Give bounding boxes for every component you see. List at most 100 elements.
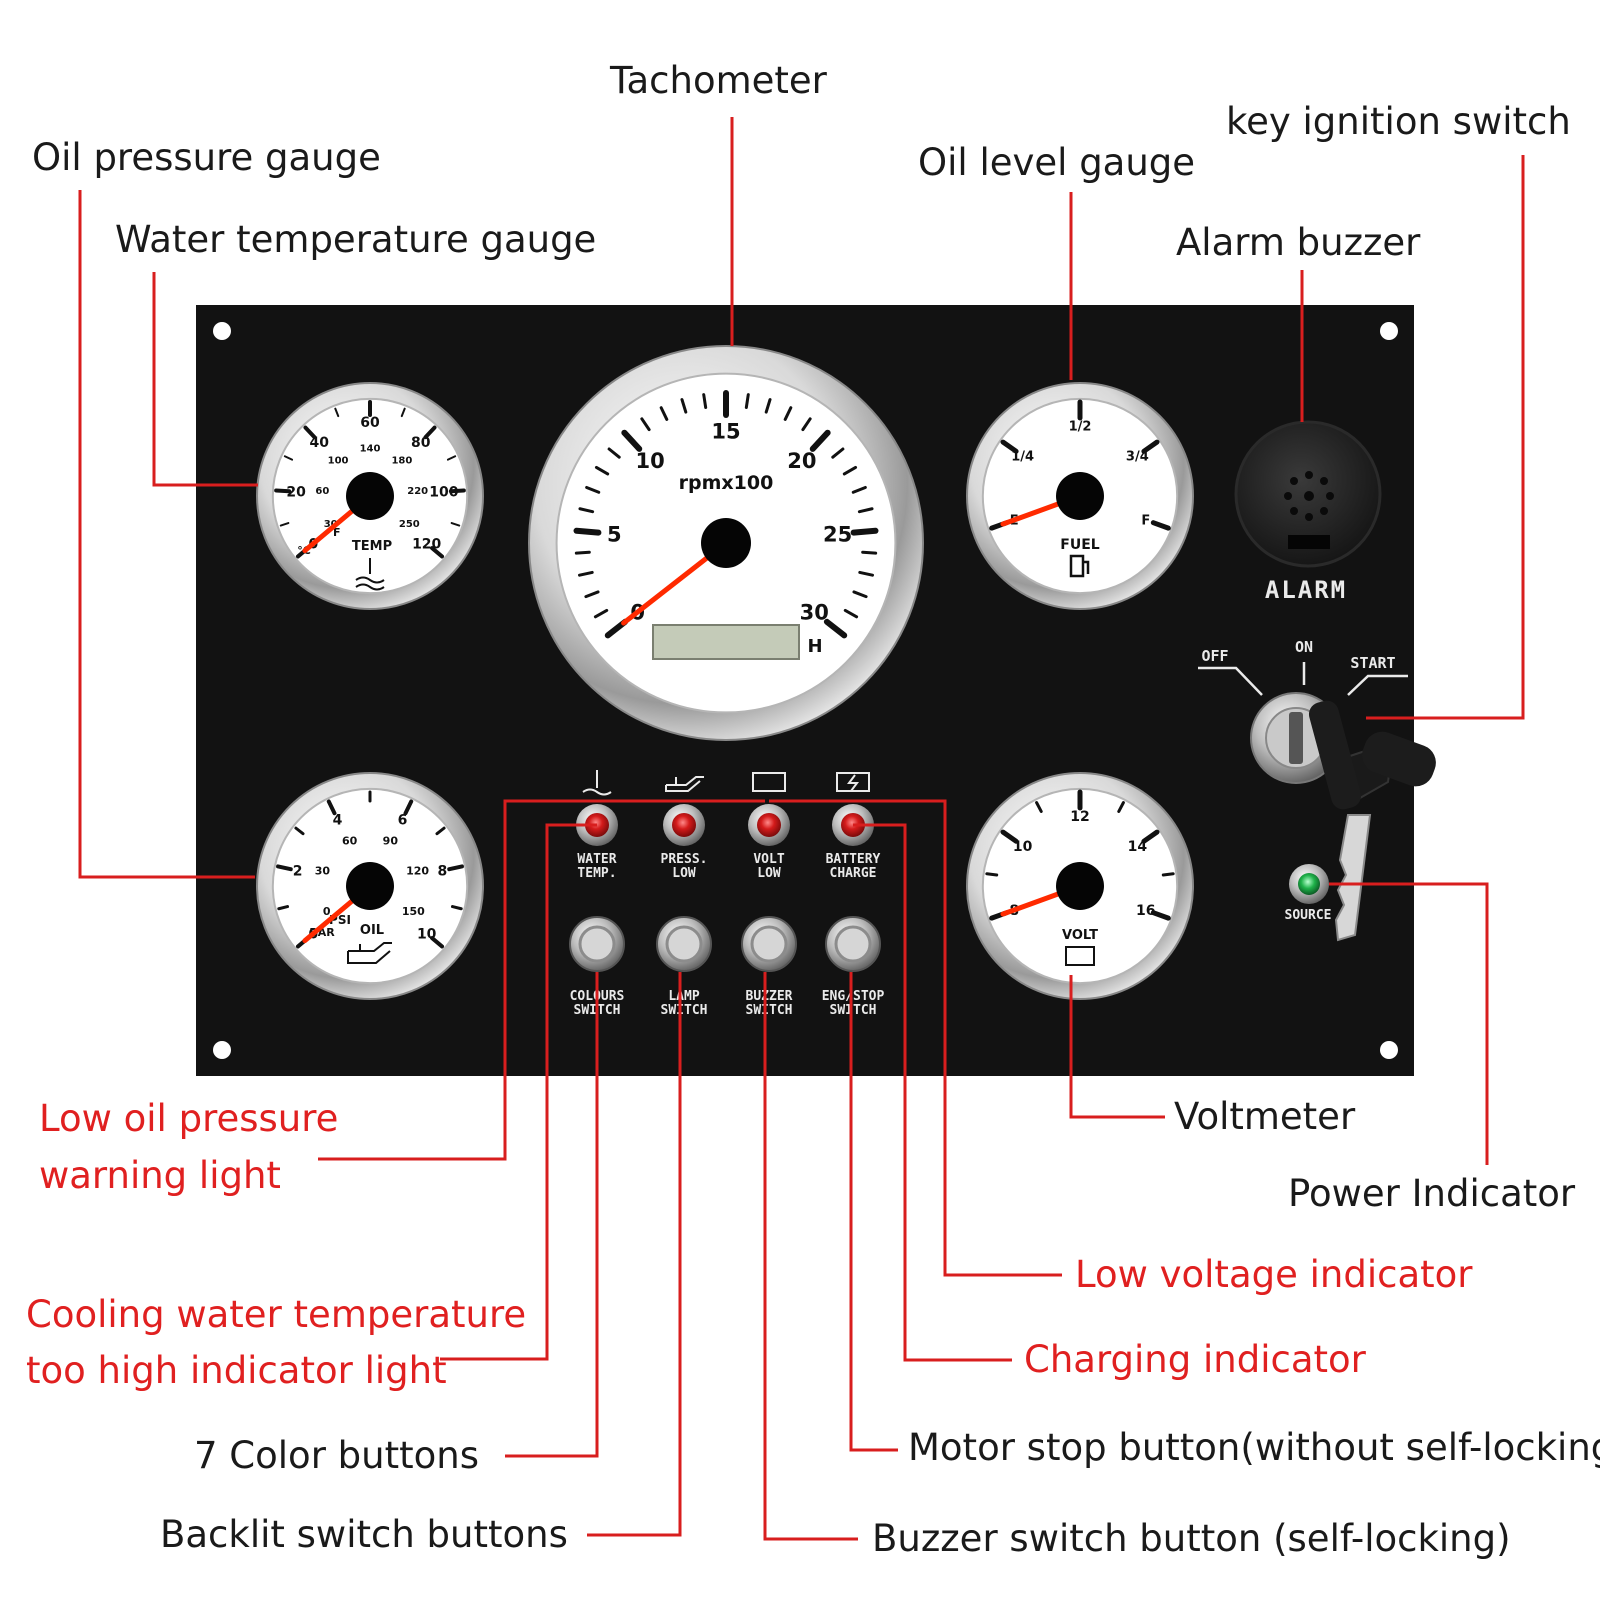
indicator-press: PRESS.LOW (661, 776, 708, 881)
voltmeter-gauge: 810121416VOLT (966, 772, 1194, 1000)
oil-pressure-major-tick (447, 864, 464, 872)
alarm-buzzer (1234, 420, 1382, 568)
tachometer-minor-tick (577, 570, 594, 577)
water-temp-fahrenheit-label: 220 (407, 486, 428, 497)
leader-cooling-water (440, 823, 597, 1361)
water-temp-fahrenheit-label: 180 (391, 456, 412, 467)
fuel-scale-label: 3/4 (1126, 450, 1149, 465)
ignition-key-icon (1308, 700, 1436, 942)
fuel-major-tick (1141, 439, 1160, 454)
tachometer-minor-tick (861, 550, 878, 555)
ignition-on-label: ON (1295, 638, 1313, 656)
fuel-pump-icon (1069, 554, 1090, 578)
voltmeter-minor-tick (985, 872, 999, 877)
oil-pressure-minor-tick (277, 905, 290, 911)
button-cap[interactable] (750, 925, 788, 963)
button-label-line1: ENG/STOP (822, 989, 885, 1004)
leader-buzzer-switch (763, 972, 858, 1541)
mounting-hole (1380, 322, 1398, 340)
tachometer-minor-tick (744, 393, 750, 410)
leader-charging (853, 823, 1012, 1362)
oil-pressure-psi-label: 30 (315, 865, 331, 878)
water-temp-minor-tick (283, 455, 294, 461)
tachometer-minor-tick (574, 550, 591, 555)
button-cap[interactable] (578, 925, 616, 963)
tachometer-minor-tick (593, 608, 609, 619)
water-temp-fahrenheit-label: 100 (328, 456, 349, 467)
tachometer-major-tick (809, 429, 831, 452)
callout-key-ignition: key ignition switch (1226, 100, 1571, 143)
water-temp-major-tick (423, 425, 437, 440)
oil-pressure-needle-hub (346, 862, 394, 910)
voltmeter-minor-tick (1035, 801, 1043, 813)
callout-backlit: Backlit switch buttons (160, 1513, 568, 1556)
callout-tachometer: Tachometer (610, 59, 827, 102)
callout-low-oil-pressure-line2: warning light (39, 1154, 281, 1197)
voltmeter-major-tick (1141, 829, 1160, 844)
mounting-hole (1380, 1041, 1398, 1059)
water-temp-minor-tick (334, 407, 340, 418)
button-label-line2: SWITCH (746, 1003, 793, 1018)
button-cap[interactable] (834, 925, 872, 963)
button-label-line2: SWITCH (661, 1003, 708, 1018)
tachometer-minor-tick (584, 590, 600, 599)
water-temp-celsius-label: 60 (360, 415, 380, 431)
oil-pressure-minor-tick (294, 826, 305, 836)
oil-pressure-title: OIL (360, 923, 384, 938)
water-temp-fahrenheit-label: 250 (399, 519, 420, 530)
tachometer-scale-label: 10 (635, 449, 664, 473)
tachometer-minor-tick (702, 393, 708, 410)
leader-power-indicator (1329, 882, 1489, 1165)
indicator-label-line1: BATTERY (826, 852, 881, 867)
callout-oil-pressure-gauge: Oil pressure gauge (32, 136, 381, 179)
callout-cooling-water-line1: Cooling water temperature (26, 1293, 527, 1336)
tachometer-needle-hub (701, 518, 751, 568)
oil-pressure-major-tick (276, 864, 293, 872)
water-temp-major-tick (303, 425, 317, 440)
callout-oil-level-gauge: Oil level gauge (918, 141, 1196, 184)
callout-charging: Charging indicator (1024, 1338, 1366, 1381)
leader-lines (78, 117, 1525, 1541)
tachometer-minor-tick (594, 465, 610, 476)
oil-pressure-bar-label: 6 (398, 813, 408, 829)
button-label-line1: LAMP (668, 989, 699, 1004)
tachometer-minor-tick (783, 406, 793, 421)
button-cap[interactable] (665, 925, 703, 963)
water-temp-minor-tick (279, 522, 290, 527)
indicator-label-line1: PRESS. (661, 852, 708, 867)
indicator-label-line2: CHARGE (830, 866, 877, 881)
voltmeter-major-tick (1150, 910, 1171, 921)
indicator-label-line2: TEMP. (577, 866, 616, 881)
callout-power-indicator: Power Indicator (1288, 1172, 1576, 1215)
oil-pressure-bar-label: 2 (293, 864, 303, 880)
water-temp-symbol-icon (355, 558, 385, 591)
callout-low-voltage: Low voltage indicator (1075, 1253, 1473, 1296)
callout-motor-stop: Motor stop button(without self-locking) (908, 1426, 1600, 1469)
oil-pressure-psi-label: 60 (342, 834, 358, 847)
callout-voltmeter: Voltmeter (1174, 1095, 1356, 1138)
indicator-label-line1: VOLT (753, 852, 784, 867)
tachometer-scale-label: 30 (800, 601, 829, 625)
water-temp-celsius-label: 20 (286, 485, 306, 501)
water-temp-needle-hub (346, 472, 394, 520)
hour-meter-display (652, 624, 800, 660)
power-indicator-lamp (1289, 864, 1329, 904)
oil-pressure-psi-label: 90 (383, 834, 399, 847)
indicator-label-line1: WATER (577, 852, 616, 867)
water-temp-minor-tick (450, 522, 461, 527)
fuel-scale-label: 1/2 (1069, 420, 1092, 435)
fuel-needle-hub (1056, 472, 1104, 520)
oil-can-icon (347, 942, 392, 964)
leader-voltmeter (1069, 975, 1165, 1119)
indicator-label-line2: LOW (672, 866, 696, 881)
water-temp-major-tick (274, 488, 292, 494)
leader-motor-stop (849, 972, 898, 1452)
oil-pressure-minor-tick (435, 826, 446, 836)
callout-buzzer-switch: Buzzer switch button (self-locking) (872, 1517, 1511, 1560)
callout-cooling-water-line2: too high indicator light (26, 1349, 447, 1392)
tachometer-minor-tick (858, 570, 875, 577)
